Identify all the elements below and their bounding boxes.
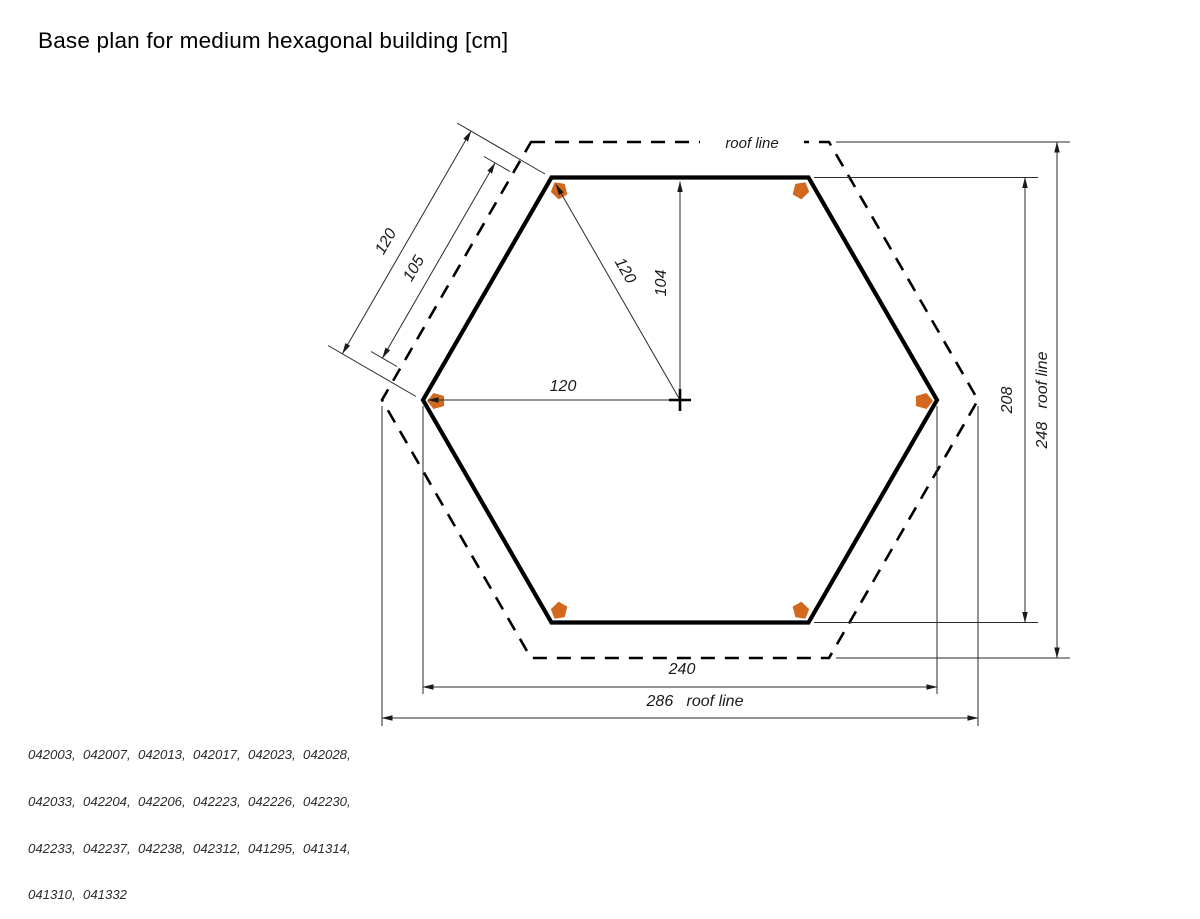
product-codes: 042003, 042007, 042013, 042017, 042023, … (28, 716, 351, 919)
rooflabel-mask (700, 129, 804, 154)
dim-label-width-roof: 286 roof line (646, 693, 744, 710)
dim-label-edge-roof: 120 (372, 226, 400, 258)
ext-tick-105-lower (370, 351, 398, 367)
dimension-lines (327, 122, 1070, 726)
page-title: Base plan for medium hexagonal building … (38, 28, 509, 53)
ext-tick-105-upper (483, 156, 511, 172)
building-outline (420, 175, 940, 625)
dim-label-height-roof: 248 roof line (1034, 351, 1051, 449)
post-marker-right (916, 393, 933, 409)
post-marker-left (427, 393, 444, 409)
ext-line-left-vertex (327, 345, 417, 397)
dim-label-width-wall: 240 (668, 661, 696, 678)
product-codes-line: 041310, 041332 (28, 887, 128, 903)
post-marker-top-right (792, 182, 810, 200)
roof-outline (380, 140, 980, 660)
dim-label-half-height: 104 (653, 270, 670, 297)
roof-line-label-top: roof line (725, 135, 778, 152)
dim-line-edge-roof-120 (342, 130, 472, 354)
dim-label-half-width: 120 (550, 378, 577, 395)
dim-line-radius-120 (555, 184, 681, 401)
center-mark (669, 389, 691, 411)
product-codes-line: 042003, 042007, 042013, 042017, 042023, … (28, 747, 351, 763)
product-codes-line: 042033, 042204, 042206, 042223, 042226, … (28, 793, 351, 809)
ext-line-topleft-vertex (456, 122, 546, 175)
dim-label-height-wall: 208 (999, 387, 1016, 415)
product-codes-line: 042233, 042237, 042238, 042312, 041295, … (28, 840, 351, 856)
post-marker-bottom-left (550, 601, 568, 619)
dim-line-edge-wall-105 (382, 162, 496, 359)
post-marker-bottom-right (792, 601, 810, 619)
dim-label-radius: 120 (611, 255, 639, 287)
base-plan-drawing: roof line (327, 122, 1070, 726)
dim-label-edge-wall: 105 (400, 253, 428, 285)
